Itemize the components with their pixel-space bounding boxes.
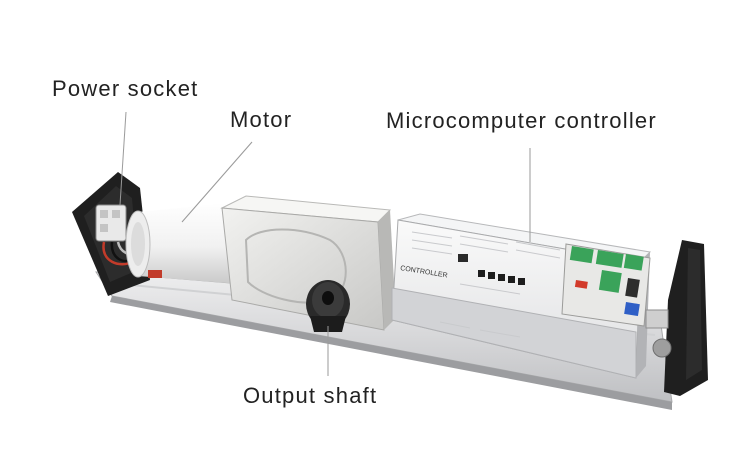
motor-leader-line bbox=[181, 141, 253, 223]
control-board bbox=[561, 243, 651, 327]
output-shaft bbox=[306, 280, 350, 332]
microcomputer-controller-label: Microcomputer controller bbox=[386, 108, 657, 133]
output-shaft-label: Output shaft bbox=[243, 383, 378, 408]
motor-label: Motor bbox=[230, 107, 293, 132]
right-end-cap bbox=[645, 240, 708, 396]
power-socket-label: Power socket bbox=[52, 76, 199, 101]
power-socket-leader-line bbox=[119, 111, 127, 206]
motor-body bbox=[125, 202, 240, 284]
